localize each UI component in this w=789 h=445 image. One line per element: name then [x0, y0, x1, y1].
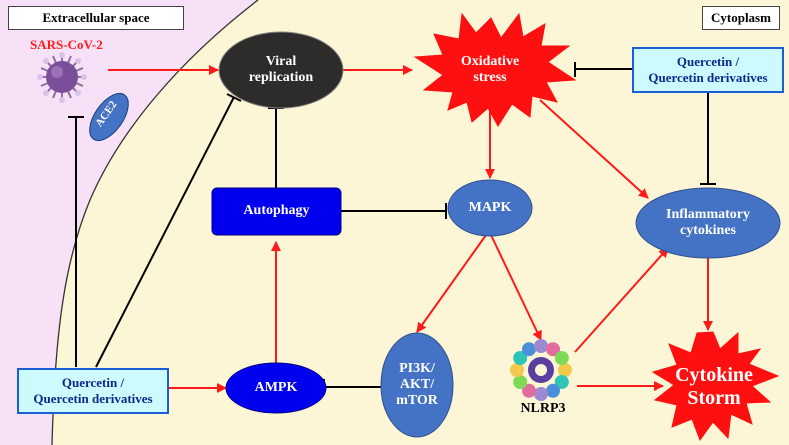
nlrp3-pore — [535, 364, 547, 376]
autophagy-label: Autophagy — [243, 203, 310, 219]
inflammatory-cytokines-label: Inflammatory cytokines — [666, 206, 750, 238]
ampk-label: AMPK — [254, 379, 298, 395]
nlrp3-label: NLRP3 — [520, 401, 566, 416]
oxidative-stress-starburst — [413, 12, 577, 127]
arrow-oxidative-to-inflammatory — [539, 99, 649, 199]
cell-membrane — [51, 0, 259, 445]
mapk-node — [447, 179, 533, 237]
inhibit-quercetin-replication — [95, 96, 235, 368]
inflammatory-cytokines-node — [635, 187, 781, 259]
nlrp3-subunit — [534, 339, 548, 353]
ampk-node — [225, 362, 327, 414]
arrow-mapk-to-nlrp3 — [490, 234, 542, 341]
nlrp3-subunit — [558, 363, 572, 377]
extracellular-region — [0, 0, 258, 445]
quercetin-box-top: Quercetin / Quercetin derivatives — [632, 47, 784, 93]
autophagy-node — [211, 187, 342, 236]
cytoplasm-label: Cytoplasm — [702, 6, 780, 30]
pi3k-akt-mtor-label: PI3K/ AKT/ mTOR — [396, 360, 438, 409]
quercetin-box-bottom: Quercetin / Quercetin derivatives — [17, 368, 169, 414]
viral-replication-node — [218, 31, 344, 109]
mapk-label: MAPK — [468, 199, 512, 215]
cytokine-storm-starburst — [651, 331, 780, 442]
oxidative-stress-label: Oxidative stress — [460, 53, 520, 85]
nlrp3-subunit — [510, 363, 524, 377]
pi3k-node — [380, 332, 454, 438]
nlrp3-subunit — [513, 375, 528, 389]
nlrp3-subunit — [513, 351, 528, 365]
extracellular-space-label: Extracellular space — [8, 6, 184, 30]
viral-replication-label: Viral replication — [248, 53, 314, 85]
arrow-nlrp3-to-inflammatory — [574, 247, 669, 353]
nlrp3-subunit — [522, 383, 536, 398]
virus-icon — [37, 52, 87, 103]
nlrp3-subunit — [554, 351, 569, 365]
sars-cov-2-label: SARS-CoV-2 — [30, 37, 103, 52]
ace2-receptor — [89, 92, 129, 142]
nlrp3-subunit — [522, 342, 536, 357]
arrow-mapk-to-pi3k — [416, 234, 487, 333]
nlrp3-subunit — [554, 375, 569, 389]
nlrp3-subunit — [546, 342, 560, 357]
nlrp3-subunit — [546, 383, 560, 398]
nlrp3-inflammasome-icon — [510, 339, 572, 401]
nlrp3-subunit — [534, 387, 548, 401]
cytokine-storm-label: Cytokine Storm — [675, 364, 753, 409]
